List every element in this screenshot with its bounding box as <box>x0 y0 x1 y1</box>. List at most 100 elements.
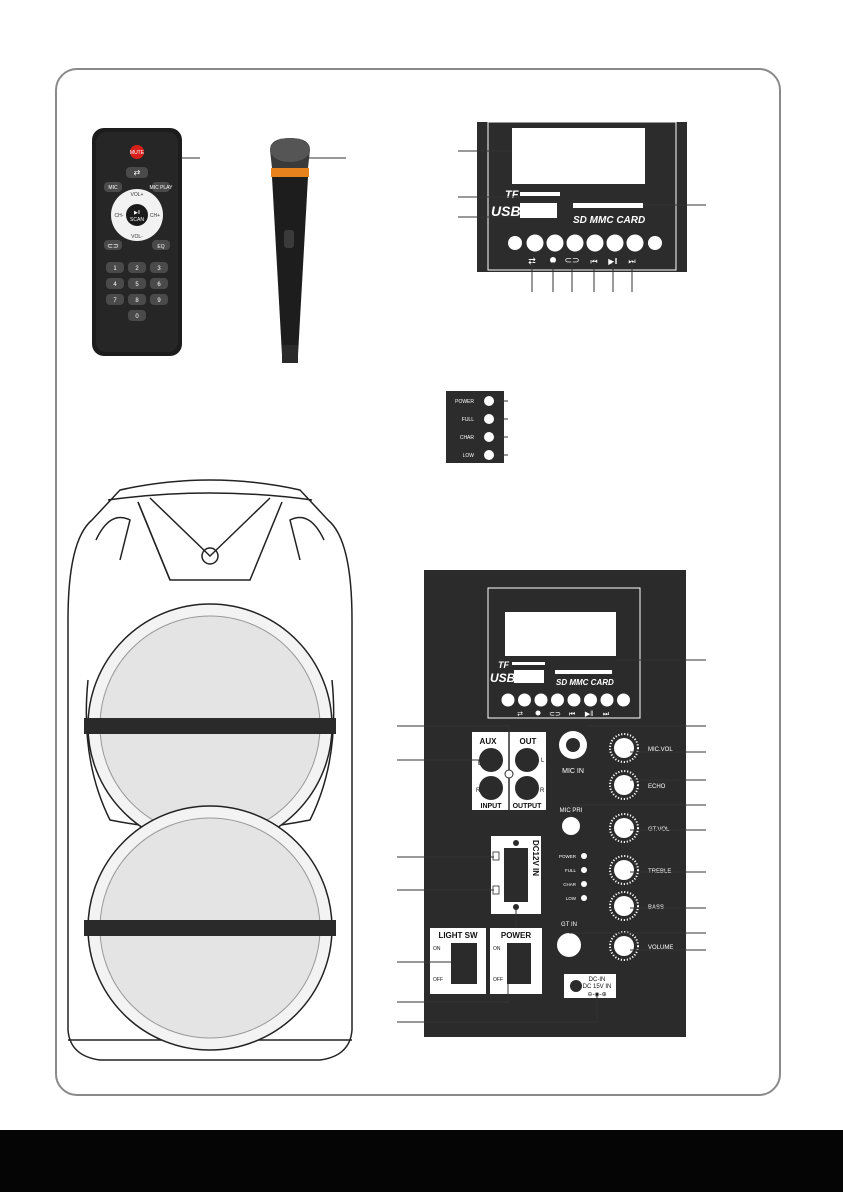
dc15v-label: DC 15V IN <box>583 984 612 990</box>
mode-button[interactable] <box>126 167 148 178</box>
out-label: OUT <box>520 737 537 746</box>
mute-label: MUTE <box>130 150 145 156</box>
output-left-jack[interactable] <box>515 748 539 772</box>
digit-7-button[interactable] <box>106 294 124 305</box>
light-switch[interactable] <box>451 943 477 984</box>
digit-8-label: 8 <box>135 298 139 304</box>
scan-button[interactable] <box>126 204 148 226</box>
eq-button[interactable] <box>152 240 170 250</box>
diagram-frame <box>55 68 781 1096</box>
gt-in-label: GT IN <box>561 922 577 928</box>
rear-mode-icon: ⇄ <box>517 711 523 718</box>
digit-3-button[interactable] <box>150 262 168 273</box>
rear-play-pause-icon: ▶‖ <box>585 711 593 718</box>
rear-panel-button-3[interactable] <box>534 693 548 707</box>
indicator-led-low <box>484 450 494 460</box>
mic-play-button[interactable] <box>152 182 170 192</box>
digit-0-label: 0 <box>135 314 139 320</box>
input-l-label: L <box>478 761 482 767</box>
aux-input-left-jack[interactable] <box>479 748 503 772</box>
card-label: SD MMC CARD <box>573 215 645 226</box>
knob-label-volume: VOLUME <box>648 945 673 951</box>
lcd-screen <box>512 128 645 184</box>
sd-card-slot[interactable] <box>573 203 643 208</box>
digit-0-button[interactable] <box>128 310 146 321</box>
knob-bass[interactable] <box>614 896 634 916</box>
knob-treble[interactable] <box>614 860 634 880</box>
digit-1-button[interactable] <box>106 262 124 273</box>
output-r-label: R <box>540 788 545 794</box>
output-right-jack[interactable] <box>515 776 539 800</box>
mic-button[interactable] <box>104 182 122 192</box>
rear-panel-button-5[interactable] <box>567 693 581 707</box>
digit-9-label: 9 <box>157 298 161 304</box>
rear-panel-callouts <box>397 659 706 1023</box>
usb-port[interactable] <box>520 203 557 218</box>
panel-button-4[interactable] <box>566 234 584 252</box>
panel-button-5[interactable] <box>586 234 604 252</box>
ch-prev-label: CH- <box>115 213 124 219</box>
light-on-label: ON <box>433 946 441 952</box>
digit-4-button[interactable] <box>106 278 124 289</box>
rear-panel-button-7[interactable] <box>600 693 614 707</box>
lower-woofer <box>84 805 336 1051</box>
knob-scale-mic-vol <box>609 733 639 763</box>
panel-button-2[interactable] <box>526 234 544 252</box>
rear-panel-button-2[interactable] <box>518 693 531 707</box>
rear-usb-port[interactable] <box>514 670 544 683</box>
rear-sd-slot[interactable] <box>555 670 612 674</box>
digit-5-button[interactable] <box>128 278 146 289</box>
power-switch[interactable] <box>507 943 531 984</box>
rear-panel-button-4[interactable] <box>551 693 564 707</box>
previous-icon: ⏮ <box>590 257 597 266</box>
vol-up-label: VOL+ <box>131 192 144 198</box>
panel-button-6[interactable] <box>606 234 624 252</box>
digit-5-label: 5 <box>135 282 139 288</box>
digit-9-button[interactable] <box>150 294 168 305</box>
tf-slot[interactable] <box>520 192 560 196</box>
dc15v-jack[interactable] <box>570 980 582 992</box>
panel-button-8[interactable] <box>648 236 662 250</box>
panel-button-1[interactable] <box>508 236 522 250</box>
knob-volume[interactable] <box>614 936 634 956</box>
mic-label: MIC <box>108 185 118 191</box>
aux-input-right-jack[interactable] <box>479 776 503 800</box>
rear-panel-button-8[interactable] <box>617 693 630 707</box>
eq-label: EQ <box>157 244 164 250</box>
repeat-button[interactable] <box>104 240 122 250</box>
power-label: POWER <box>501 931 531 940</box>
rear-tf-slot[interactable] <box>512 662 545 665</box>
rear-next-icon: ⏭ <box>603 711 610 718</box>
guitar-input-jack[interactable] <box>557 933 581 957</box>
scan-label: SCAN <box>130 217 144 223</box>
panel-button-7[interactable] <box>626 234 644 252</box>
knob-gt-vol[interactable] <box>614 818 634 838</box>
rear-led-label-power: POWER <box>559 854 577 859</box>
rear-panel-button-1[interactable] <box>501 693 515 707</box>
digit-2-button[interactable] <box>128 262 146 273</box>
digit-6-button[interactable] <box>150 278 168 289</box>
indicator-label-char: CHAR <box>460 435 475 441</box>
rear-record-icon <box>535 710 541 716</box>
dc-in-label: DC-IN <box>589 977 606 983</box>
speaker-front-view <box>67 479 353 1061</box>
mic-switch[interactable] <box>284 230 294 248</box>
digit-1-label: 1 <box>113 266 117 272</box>
knob-mic-vol[interactable] <box>614 738 634 758</box>
rear-panel-button-6[interactable] <box>584 693 597 707</box>
polarity-icon: ⊖-◉-⊕ <box>587 992 606 998</box>
rear-led-full <box>581 867 587 873</box>
mic-priority-button[interactable] <box>562 817 580 835</box>
knob-scale-gt-vol <box>609 813 639 843</box>
mute-button[interactable] <box>130 145 144 159</box>
panel-button-3[interactable] <box>546 234 564 252</box>
rear-repeat-icon: ⊂⊃ <box>549 711 561 718</box>
knob-echo[interactable] <box>614 775 634 795</box>
digit-8-button[interactable] <box>128 294 146 305</box>
rear-tf-label: TF <box>498 660 509 670</box>
rear-led-label-char: CHAR <box>563 882 577 887</box>
indicator-led-char <box>484 432 494 442</box>
